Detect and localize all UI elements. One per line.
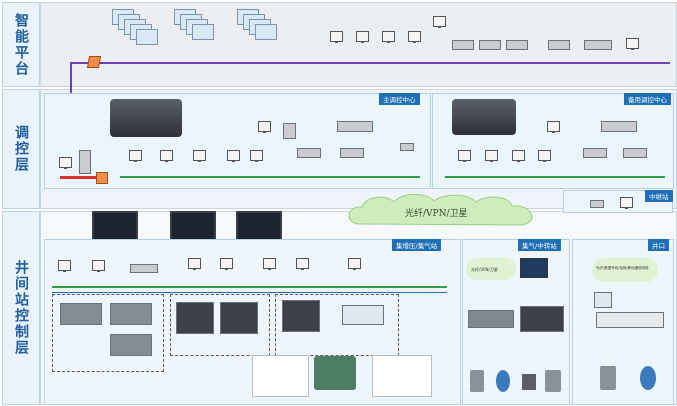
firewall-icon [86, 56, 102, 68]
server-icon [479, 40, 501, 50]
switch-icon [400, 143, 414, 151]
control-room-icon [452, 99, 516, 135]
sis-group-box [275, 294, 399, 356]
rtu-group-box [52, 294, 164, 372]
server-icon [340, 148, 364, 158]
layer-label-smart-platform: 智能平台 [2, 2, 40, 87]
server-icon [130, 264, 158, 273]
rtu-rack-icon [520, 306, 564, 332]
compressor-bus [52, 286, 447, 288]
server-icon [601, 121, 637, 132]
monitor-icon [59, 157, 72, 169]
backup-center-tag: 备用调控中心 [624, 93, 671, 105]
control-room-icon [110, 99, 182, 137]
monitor-icon [263, 258, 276, 270]
flowmeter-icon [470, 370, 484, 392]
gas-station-tag: 集气/中转站 [518, 239, 561, 251]
monitor-icon [547, 121, 560, 133]
flowmeter-icon [640, 366, 656, 390]
plc-group-box [170, 294, 270, 356]
server-icon [623, 148, 647, 158]
monitor-icon [250, 150, 263, 162]
monitor-icon [433, 16, 446, 28]
monitor-icon [348, 258, 361, 270]
monitor-icon [129, 150, 142, 162]
server-icon [583, 148, 607, 158]
rtu-rack-icon [596, 312, 664, 328]
hmi-screen-icon [342, 305, 384, 325]
wellhead-tag: 井口 [648, 239, 669, 251]
cloud-icon [466, 258, 516, 280]
rtu-rack-icon [60, 303, 102, 325]
rtu-rack-icon [220, 302, 258, 334]
cloud-icon [348, 193, 533, 226]
router-icon [283, 123, 296, 139]
rtu-rack-icon [282, 300, 320, 332]
compressor-station-tag: 集增压/集气站 [392, 239, 442, 251]
switch-icon [590, 200, 604, 208]
monitor-icon [485, 150, 498, 162]
cloud-label: 光纤/VPN/卫星 [405, 209, 468, 219]
hmi-screen-icon [170, 211, 216, 242]
server-icon [79, 150, 91, 174]
chart-thumbnail [252, 355, 309, 397]
monitor-icon [356, 31, 369, 43]
rtu-rack-icon [176, 302, 214, 334]
monitor-icon [458, 150, 471, 162]
monitor-icon [538, 150, 551, 162]
monitor-icon [330, 31, 343, 43]
flowmeter-icon [522, 374, 536, 390]
gas-station-cloud-label: 光纤/VPN/卫星 [471, 267, 498, 272]
monitor-icon [160, 150, 173, 162]
hmi-screen-icon [520, 258, 548, 278]
server-icon [594, 292, 612, 308]
cloud-icon [592, 258, 658, 282]
main-center-bus [120, 176, 420, 178]
monitor-icon [258, 121, 271, 133]
monitor-icon [58, 260, 71, 272]
layer-label-control: 调控层 [2, 89, 40, 209]
server-icon [452, 40, 474, 50]
monitor-icon [227, 150, 240, 162]
compressor-bus-2 [52, 292, 447, 293]
monitor-icon [193, 150, 206, 162]
server-icon [506, 40, 528, 50]
server-icon [548, 40, 570, 50]
rtu-rack-icon [110, 303, 152, 325]
monitor-icon [220, 258, 233, 270]
firewall-link-line [60, 176, 100, 179]
monitor-icon [512, 150, 525, 162]
flowmeter-icon [600, 366, 616, 390]
server-icon [297, 148, 321, 158]
platform-bus-line [70, 62, 670, 64]
monitor-icon [620, 197, 633, 209]
monitor-icon [188, 258, 201, 270]
flowmeter-icon [496, 370, 510, 392]
server-icon [584, 40, 612, 50]
monitor-icon [92, 260, 105, 272]
chart-thumbnail [372, 355, 432, 397]
hmi-screen-icon [236, 211, 282, 242]
repeater-tag: 中继站 [645, 190, 673, 202]
server-icon [337, 121, 373, 132]
flowmeter-icon [545, 370, 561, 392]
rtu-rack-icon [468, 310, 514, 328]
firewall-icon [96, 172, 108, 184]
main-center-panel [44, 93, 431, 189]
compressor-equipment-icon [314, 356, 356, 390]
hmi-screen-icon [92, 211, 138, 242]
monitor-icon [382, 31, 395, 43]
monitor-icon [626, 38, 639, 50]
rtu-rack-icon [110, 334, 152, 356]
backup-center-bus [445, 176, 665, 178]
main-center-tag: 主调控中心 [379, 93, 420, 105]
wellhead-cloud-label: 光纤/数据专线/电网/移动通信网络 [596, 266, 649, 270]
layer-label-wellsite: 井间站控制层 [2, 211, 40, 405]
monitor-icon [296, 258, 309, 270]
monitor-icon [408, 31, 421, 43]
